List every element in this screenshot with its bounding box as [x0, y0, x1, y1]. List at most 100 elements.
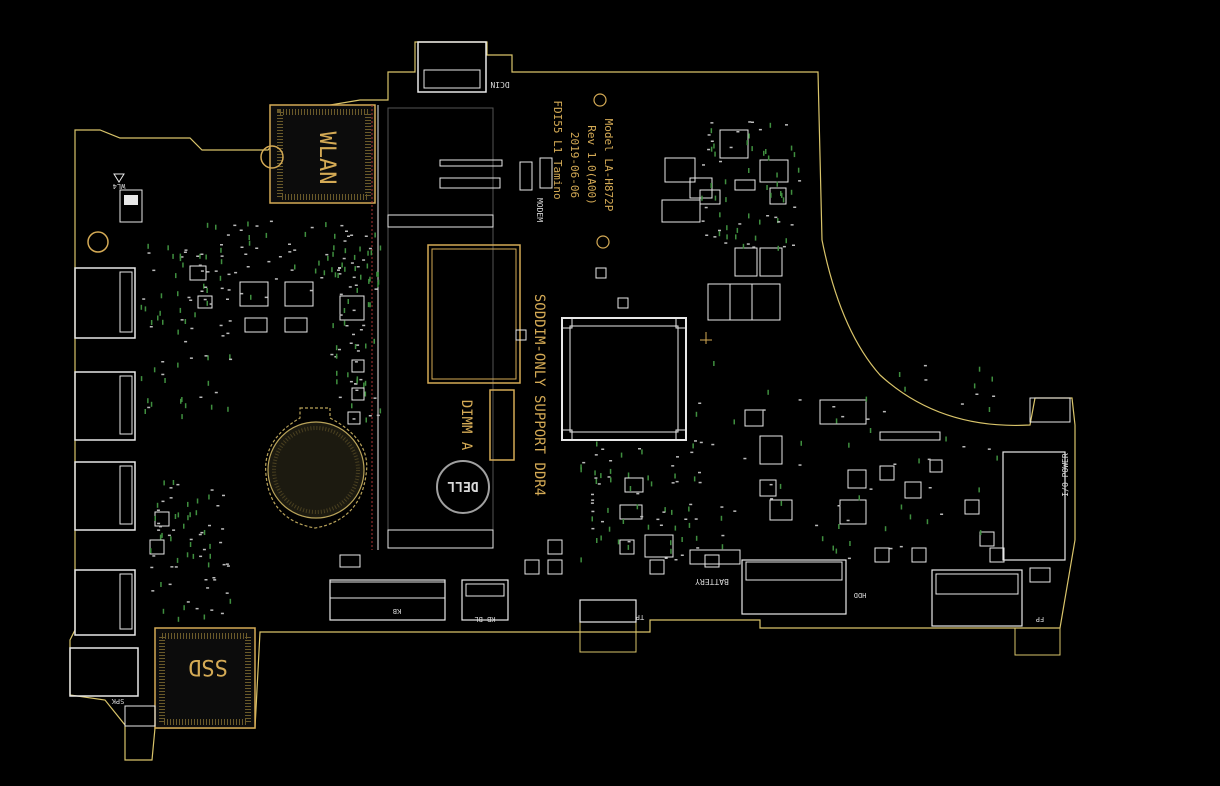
trace-mark — [698, 402, 702, 404]
smd-component — [547, 559, 563, 575]
trace-mark — [325, 222, 327, 228]
trace-mark — [597, 483, 601, 485]
trace-mark — [865, 396, 868, 402]
trace-mark — [719, 212, 721, 218]
trace-mark — [348, 286, 352, 288]
trace-mark — [729, 146, 733, 149]
trace-mark — [186, 601, 190, 603]
trace-mark — [695, 535, 698, 541]
trace-mark — [147, 252, 151, 254]
trace-mark — [849, 541, 851, 546]
silk-model-text: Model LA-H872P — [602, 119, 615, 212]
smd-component — [989, 547, 1005, 563]
trace-mark — [182, 262, 184, 268]
smd-component — [759, 159, 789, 183]
trace-mark — [368, 415, 372, 417]
trace-mark — [798, 399, 802, 401]
smd-component — [819, 399, 867, 425]
trace-mark — [199, 253, 201, 259]
trace-mark — [724, 179, 727, 185]
trace-mark — [882, 410, 886, 413]
trace-mark — [304, 231, 307, 237]
audio-jack — [69, 231, 139, 697]
trace-mark — [781, 192, 783, 198]
trace-mark — [323, 270, 326, 276]
trace-mark — [721, 544, 724, 550]
trace-mark — [310, 226, 314, 229]
trace-mark — [987, 448, 991, 450]
trace-mark — [662, 511, 666, 513]
trace-mark — [359, 378, 363, 381]
trace-mark — [204, 579, 208, 581]
trace-mark — [601, 448, 605, 450]
trace-mark — [664, 557, 668, 559]
trace-mark — [325, 253, 329, 256]
trace-mark — [183, 523, 185, 529]
trace-mark — [208, 494, 210, 500]
trace-mark — [342, 257, 346, 260]
trace-mark — [198, 533, 202, 536]
trace-mark — [374, 232, 376, 238]
trace-mark — [591, 510, 595, 513]
trace-mark — [368, 278, 370, 284]
trace-mark — [359, 329, 363, 331]
smd-component — [979, 531, 995, 547]
trace-mark — [210, 404, 213, 410]
trace-mark — [149, 326, 153, 328]
trace-mark — [336, 370, 338, 376]
trace-mark — [636, 504, 639, 510]
trace-mark — [355, 389, 359, 391]
trace-mark — [869, 428, 872, 433]
trace-mark — [318, 260, 320, 266]
trace-mark — [177, 329, 179, 335]
trace-mark — [203, 283, 205, 289]
trace-mark — [186, 552, 189, 558]
trace-mark — [164, 378, 166, 383]
smd-component — [664, 157, 696, 183]
battery-connector: BATTERY — [689, 549, 741, 586]
trace-mark — [992, 395, 996, 397]
trace-mark — [591, 516, 593, 522]
trace-mark — [161, 361, 165, 363]
trace-mark — [960, 403, 964, 405]
trace-mark — [777, 218, 779, 224]
trace-mark — [694, 518, 698, 520]
trace-mark — [688, 506, 690, 512]
trace-mark — [746, 243, 750, 245]
trace-mark — [170, 536, 172, 542]
dimm-slot: DIMM A — [371, 105, 521, 550]
trace-mark — [671, 465, 675, 467]
trace-mark — [353, 254, 356, 260]
trace-mark — [735, 234, 737, 240]
trace-mark — [607, 476, 611, 478]
trace-mark — [726, 225, 728, 231]
trace-mark — [710, 122, 714, 124]
trace-mark — [710, 128, 713, 134]
trace-mark — [680, 554, 684, 556]
trace-mark — [160, 582, 162, 587]
smd-component — [1029, 567, 1051, 583]
trace-mark — [641, 449, 643, 455]
trace-mark — [347, 299, 349, 304]
trace-mark — [330, 353, 334, 356]
trace-mark — [142, 298, 146, 300]
tp-label: TP — [636, 613, 644, 621]
trace-mark — [214, 270, 218, 272]
trace-mark — [343, 320, 346, 326]
trace-mark — [798, 180, 802, 182]
trace-mark — [699, 441, 703, 444]
trace-mark — [309, 289, 313, 292]
trace-mark — [314, 268, 317, 274]
trace-mark — [341, 262, 343, 268]
trace-mark — [274, 278, 278, 280]
trace-mark — [174, 566, 178, 568]
trace-mark — [790, 224, 794, 226]
trace-mark — [200, 253, 204, 255]
trace-mark — [354, 383, 357, 385]
trace-mark — [608, 526, 611, 532]
trace-mark — [674, 473, 676, 479]
trace-mark — [580, 557, 582, 563]
trace-mark — [927, 458, 931, 461]
trace-mark — [376, 414, 380, 417]
trace-mark — [177, 616, 180, 622]
